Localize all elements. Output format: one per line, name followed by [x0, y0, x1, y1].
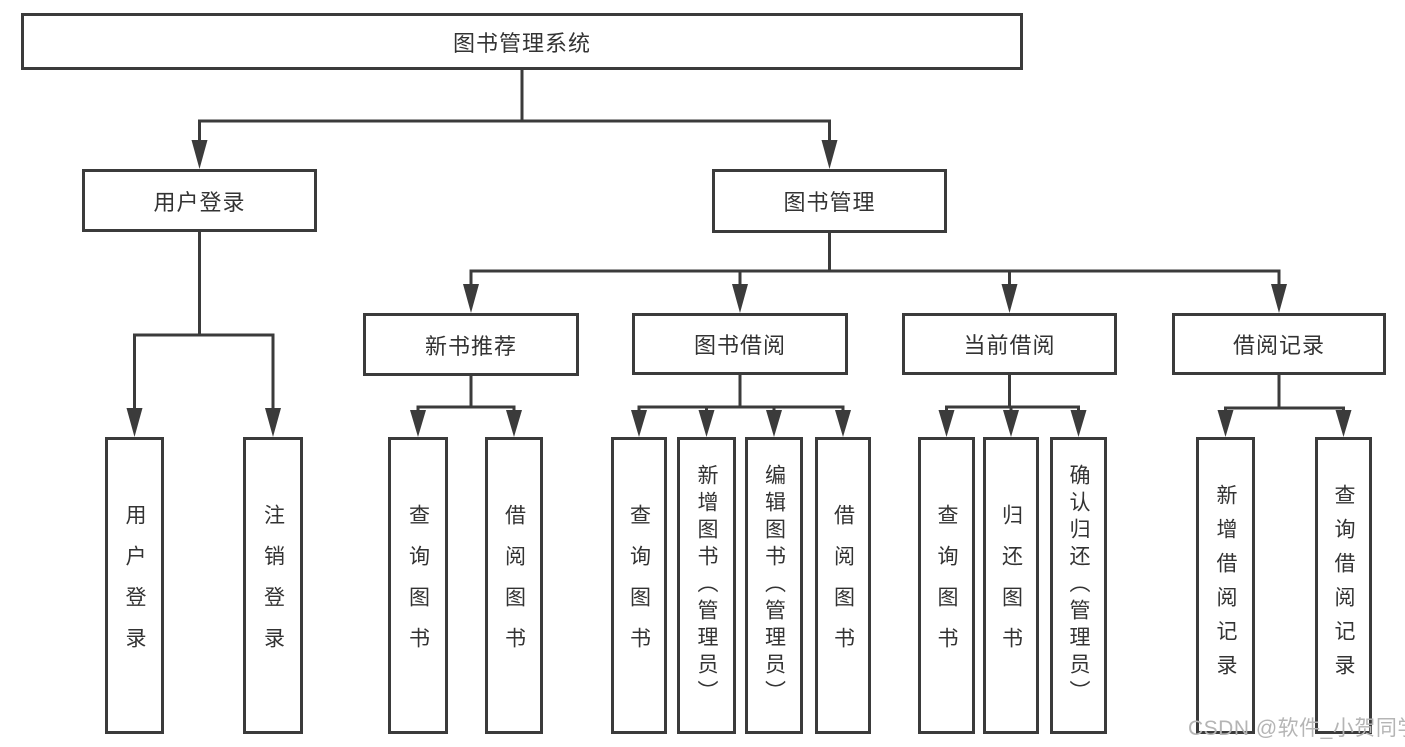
node-label: 图书管理 [783, 190, 876, 215]
leaf-return-books: 归还图书 [983, 437, 1039, 734]
node-label: 借阅记录 [1232, 333, 1325, 358]
node-label: 用户登录 [123, 503, 146, 668]
node-label: 新增图书（管理员） [695, 464, 718, 707]
leaf-borrow-books-recommend: 借阅图书 [485, 437, 543, 734]
node-label: 借阅图书 [831, 503, 855, 668]
leaf-query-books-borrowing: 查询图书 [611, 437, 667, 734]
node-new-book-recommend: 新书推荐 [363, 313, 579, 376]
node-label: 查询图书 [406, 503, 430, 668]
node-book-borrowing: 图书借阅 [632, 313, 848, 375]
node-label: 新增借阅记录 [1214, 483, 1237, 688]
node-label: 借阅图书 [502, 503, 526, 668]
leaf-edit-books-admin: 编辑图书（管理员） [745, 437, 803, 734]
node-user-login: 用户登录 [82, 169, 317, 232]
leaf-add-borrow-record: 新增借阅记录 [1196, 437, 1255, 734]
node-label: 查询图书 [935, 503, 958, 668]
leaf-logout: 注销登录 [243, 437, 303, 734]
leaf-add-books-admin: 新增图书（管理员） [677, 437, 736, 734]
node-label: 图书管理系统 [452, 30, 591, 56]
node-label: 归还图书 [999, 503, 1023, 668]
watermark: CSDN @软件_小贺同学 [1188, 717, 1405, 740]
leaf-query-books-recommend: 查询图书 [388, 437, 448, 734]
node-root-system: 图书管理系统 [21, 13, 1023, 70]
node-label: 用户登录 [153, 189, 246, 215]
leaf-confirm-return-admin: 确认归还（管理员） [1050, 437, 1107, 734]
node-label: 当前借阅 [963, 333, 1056, 358]
leaf-query-borrow-record: 查询借阅记录 [1315, 437, 1372, 734]
node-current-borrowing: 当前借阅 [902, 313, 1117, 375]
node-label: 编辑图书（管理员） [762, 464, 786, 707]
node-label: 图书借阅 [693, 333, 786, 358]
node-label: 确认归还（管理员） [1067, 464, 1090, 707]
node-label: 查询借阅记录 [1332, 483, 1355, 688]
node-label: 新书推荐 [424, 333, 517, 359]
leaf-user-login: 用户登录 [105, 437, 164, 734]
leaf-borrow-books: 借阅图书 [815, 437, 871, 734]
node-label: 查询图书 [627, 503, 651, 668]
node-label: 注销登录 [261, 503, 285, 668]
node-book-management: 图书管理 [712, 169, 947, 233]
leaf-query-books-current: 查询图书 [918, 437, 975, 734]
node-borrowing-records: 借阅记录 [1172, 313, 1386, 375]
